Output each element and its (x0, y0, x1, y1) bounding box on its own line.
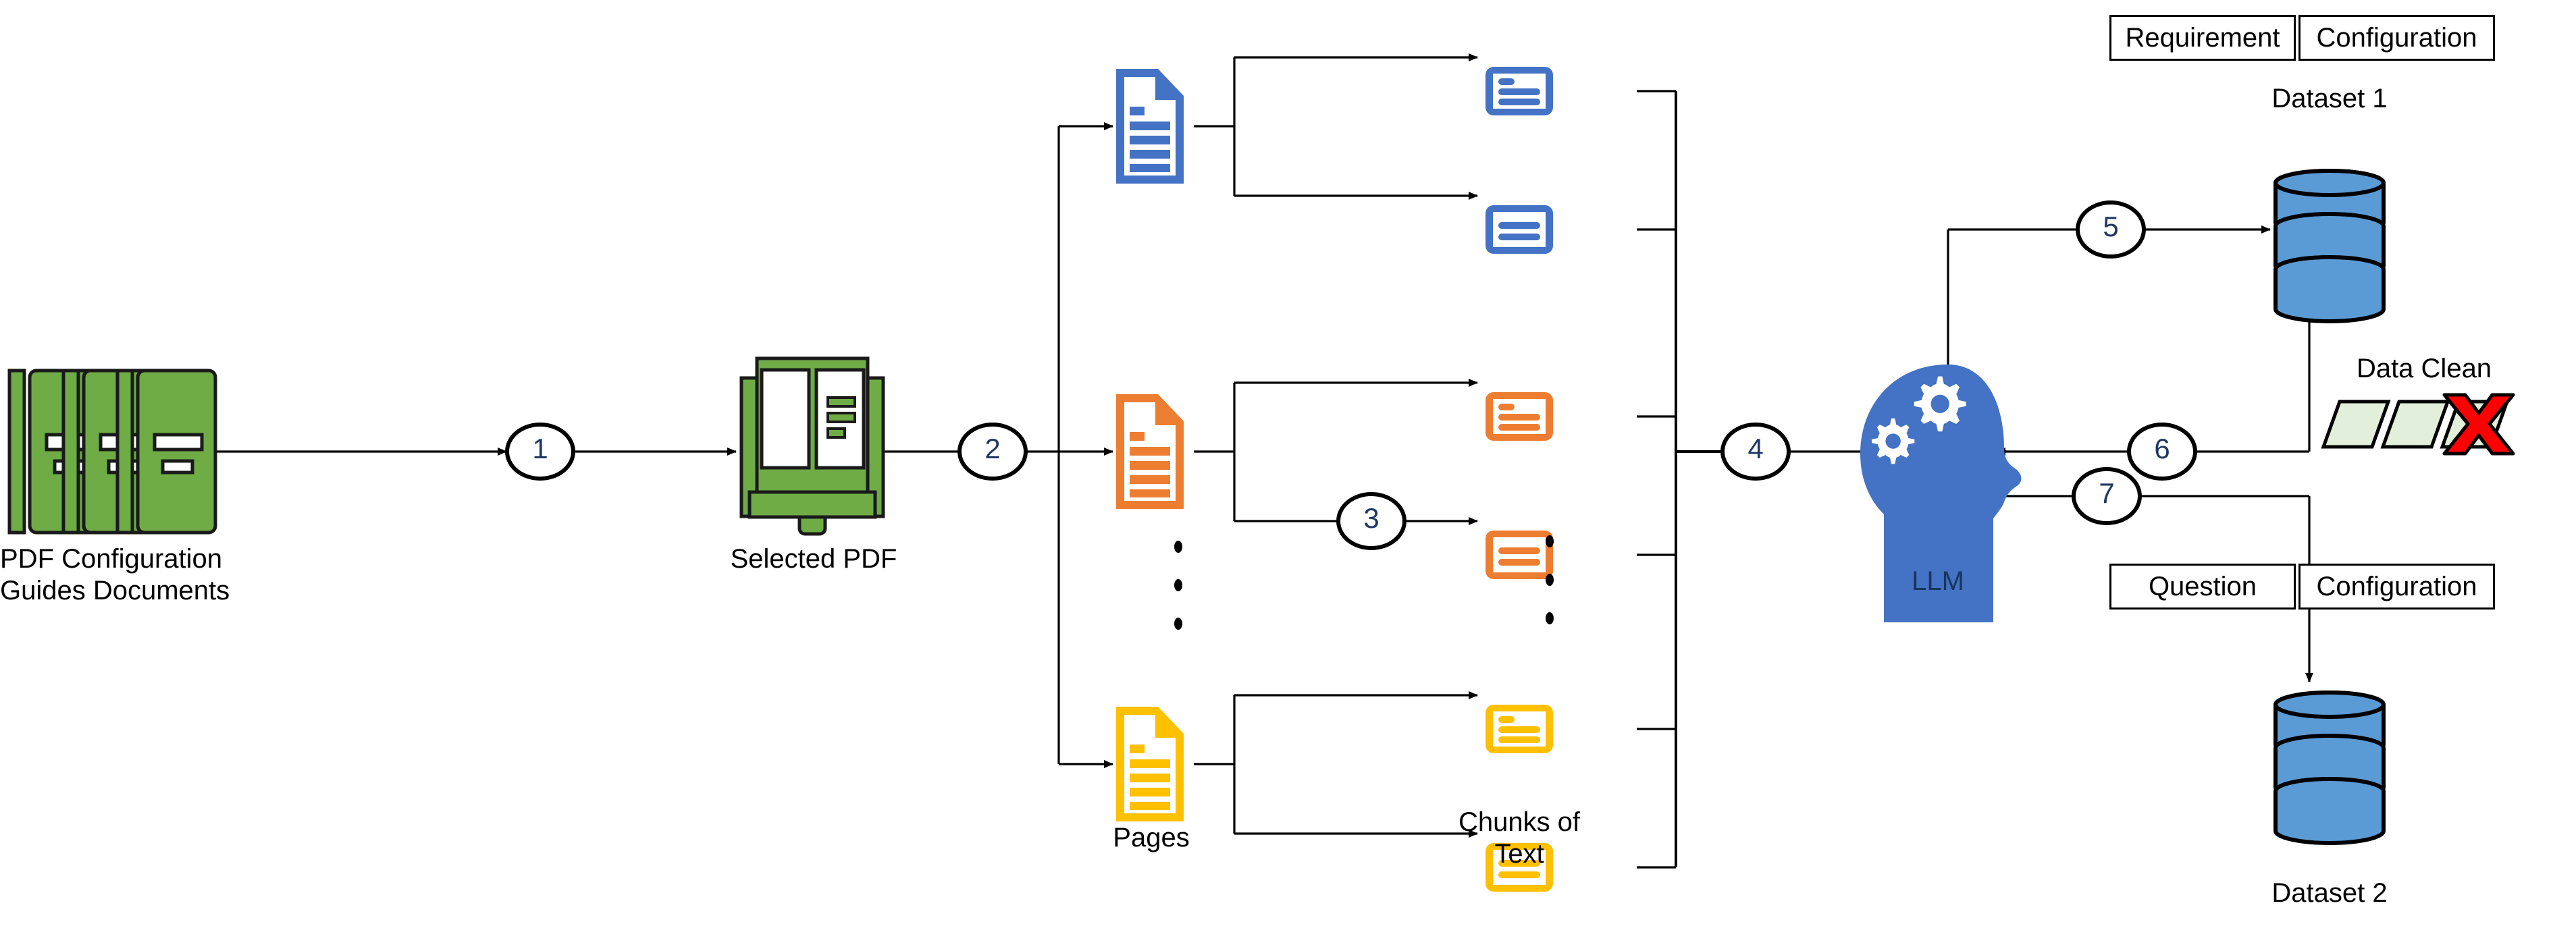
step-2-number: 2 (984, 433, 1001, 464)
data-clean-tiles (2321, 393, 2515, 456)
step-4-circle (1720, 423, 1791, 481)
reject-x-icon (2442, 393, 2515, 456)
step-5-number: 5 (2103, 211, 2119, 242)
dataset-2-label: Dataset 2 (2271, 878, 2388, 908)
configuration-box-bottom: Configuration (2298, 564, 2495, 610)
page-icon-yellow (1116, 707, 1184, 821)
page-icon-orange (1116, 394, 1184, 509)
step-2-circle (957, 423, 1028, 481)
step-3-number: 3 (1363, 502, 1379, 534)
step-6-number: 6 (2154, 433, 2170, 464)
dataset-1-cylinder (2276, 171, 2384, 321)
chunk-card-blue-1 (1486, 67, 1553, 115)
requirement-box: Requirement (2109, 15, 2296, 61)
pdf-configuration-guides-documents-icon (9, 371, 215, 533)
question-box: Question (2109, 564, 2296, 610)
selected-pdf-label: Selected PDF (730, 544, 897, 574)
step-4-number: 4 (1747, 433, 1764, 464)
ellipsis-chunks-column (1546, 535, 1554, 624)
chunk-card-orange-2 (1486, 531, 1553, 579)
step-6-circle (2127, 423, 2197, 481)
llm-label: LLM (1912, 566, 1964, 596)
chunks-of-text-label: Chunks of Text (1458, 807, 1581, 869)
data-clean-label: Data Clean (2356, 354, 2492, 383)
page-icon-blue (1116, 69, 1184, 184)
step-1-number: 1 (532, 433, 548, 464)
step-7-number: 7 (2099, 477, 2115, 509)
chunk-card-orange-1 (1486, 392, 1553, 441)
selected-pdf-icon (739, 356, 885, 536)
step-3-circle (1336, 492, 1407, 550)
step-7-circle (2072, 467, 2142, 525)
llm-brain-icon (1860, 364, 2022, 622)
pages-label: Pages (1113, 823, 1190, 853)
chunk-card-yellow-1 (1486, 705, 1553, 753)
connector-layer (157, 53, 2313, 869)
chunk-card-blue-2 (1486, 205, 1553, 254)
dataset-1-label: Dataset 1 (2271, 84, 2388, 113)
step-1-circle (505, 423, 575, 481)
step-circles (505, 200, 2197, 550)
dataset-2-cylinder (2276, 693, 2384, 843)
configuration-box-top: Configuration (2298, 15, 2495, 61)
pdf-docs-label: PDF Configuration Guides Documents (0, 544, 230, 606)
ellipsis-pages-column (1174, 541, 1182, 630)
step-5-circle (2076, 200, 2146, 259)
